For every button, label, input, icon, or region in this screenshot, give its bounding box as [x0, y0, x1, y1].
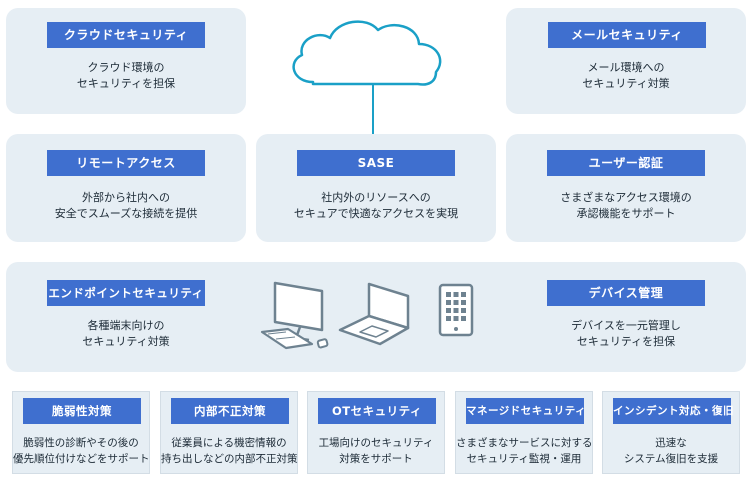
managed-security-desc: さまざまなサービスに対する セキュリティ監視・運用 — [456, 435, 593, 467]
endpoint-security-desc: 各種端末向けの セキュリティ対策 — [6, 318, 246, 350]
mail-security-title: メールセキュリティ — [548, 22, 706, 48]
desc-line: さまざまなアクセス環境の — [560, 191, 692, 204]
desc-line: 対策をサポート — [339, 453, 413, 465]
vulnerability-card: 脆弱性対策 脆弱性の診断やその後の 優先順位付けなどをサポート — [12, 391, 150, 474]
desc-line: セキュリティ対策 — [82, 335, 170, 348]
incident-response-title: インシデント対応・復旧 — [613, 398, 734, 424]
insider-threat-title: 内部不正対策 — [171, 398, 289, 424]
desc-line: 承認機能をサポート — [576, 207, 676, 220]
user-auth-panel: ユーザー認証 さまざまなアクセス環境の 承認機能をサポート — [506, 134, 746, 242]
ot-security-title: OTセキュリティ — [318, 398, 436, 424]
desc-line: セキュリティを担保 — [576, 335, 676, 348]
desc-line: 社内外のリソースへの — [321, 191, 431, 204]
desc-line: セキュリティを担保 — [76, 77, 176, 90]
insider-threat-card: 内部不正対策 従業員による機密情報の 持ち出しなどの内部不正対策 — [160, 391, 298, 474]
vulnerability-desc: 脆弱性の診断やその後の 優先順位付けなどをサポート — [13, 435, 150, 467]
sase-desc: 社内外のリソースへの セキュアで快適なアクセスを実現 — [256, 190, 496, 222]
device-management-desc: デバイスを一元管理し セキュリティを担保 — [506, 318, 746, 350]
incident-response-card: インシデント対応・復旧 迅速な システム復旧を支援 — [602, 391, 740, 474]
cloud-security-panel: クラウドセキュリティ クラウド環境の セキュリティを担保 — [6, 8, 246, 114]
desc-line: デバイスを一元管理し — [571, 319, 681, 332]
desc-line: 各種端末向けの — [87, 319, 165, 332]
desc-line: 工場向けのセキュリティ — [318, 437, 434, 449]
endpoint-device-panel: エンドポイントセキュリティ 各種端末向けの セキュリティ対策 デバイス管理 デバ… — [6, 262, 746, 372]
remote-access-panel: リモートアクセス 外部から社内への 安全でスムーズな接続を提供 — [6, 134, 246, 242]
insider-threat-desc: 従業員による機密情報の 持ち出しなどの内部不正対策 — [161, 435, 298, 467]
desc-line: 迅速な — [655, 437, 687, 449]
sase-title: SASE — [297, 150, 455, 176]
ot-security-desc: 工場向けのセキュリティ 対策をサポート — [308, 435, 444, 467]
user-auth-title: ユーザー認証 — [547, 150, 705, 176]
desc-line: 優先順位付けなどをサポート — [13, 453, 150, 465]
cloud-security-title: クラウドセキュリティ — [47, 22, 205, 48]
mail-security-panel: メールセキュリティ メール環境への セキュリティ対策 — [506, 8, 746, 114]
cloud-security-desc: クラウド環境の セキュリティを担保 — [6, 60, 246, 92]
remote-access-desc: 外部から社内への 安全でスムーズな接続を提供 — [6, 190, 246, 222]
ot-security-card: OTセキュリティ 工場向けのセキュリティ 対策をサポート — [307, 391, 445, 474]
managed-security-title: マネージドセキュリティ — [466, 398, 586, 424]
desc-line: クラウド環境の — [87, 61, 165, 74]
endpoint-security-title: エンドポイントセキュリティ — [47, 280, 205, 306]
remote-access-title: リモートアクセス — [47, 150, 205, 176]
device-management-title: デバイス管理 — [547, 280, 705, 306]
desc-line: 外部から社内への — [82, 191, 170, 204]
desc-line: システム復旧を支援 — [623, 453, 719, 465]
incident-response-desc: 迅速な システム復旧を支援 — [603, 435, 739, 467]
vulnerability-title: 脆弱性対策 — [23, 398, 141, 424]
desc-line: 従業員による機密情報の — [171, 437, 287, 449]
sase-panel: SASE 社内外のリソースへの セキュアで快適なアクセスを実現 — [256, 134, 496, 242]
desc-line: 持ち出しなどの内部不正対策 — [161, 453, 298, 465]
user-auth-desc: さまざまなアクセス環境の 承認機能をサポート — [506, 190, 746, 222]
cloud-shape — [292, 20, 442, 86]
desc-line: セキュリティ監視・運用 — [466, 453, 582, 465]
desc-line: セキュリティ対策 — [582, 77, 670, 90]
desc-line: メール環境への — [587, 61, 665, 74]
desc-line: 脆弱性の診断やその後の — [23, 437, 139, 449]
managed-security-card: マネージドセキュリティ さまざまなサービスに対する セキュリティ監視・運用 — [455, 391, 593, 474]
desc-line: 安全でスムーズな接続を提供 — [54, 207, 198, 220]
desc-line: セキュアで快適なアクセスを実現 — [293, 207, 459, 220]
desc-line: さまざまなサービスに対する — [456, 437, 593, 449]
mail-security-desc: メール環境への セキュリティ対策 — [506, 60, 746, 92]
